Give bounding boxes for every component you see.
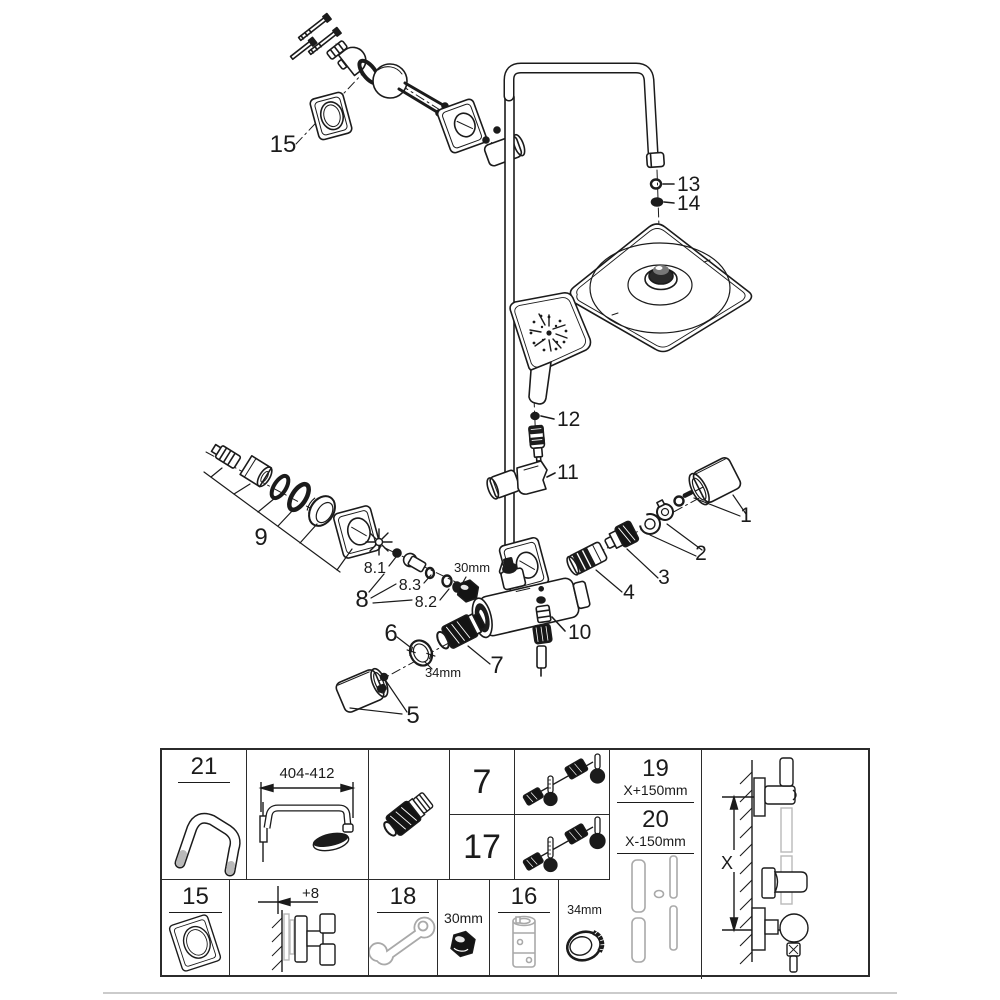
part-20-dimension: X-150mm [617, 833, 694, 854]
nut-30mm-label: 30mm [444, 910, 483, 926]
small-parts-8 [365, 528, 480, 604]
label-4: 4 [623, 581, 635, 604]
check-valve-insert [528, 424, 546, 462]
part-3 [604, 520, 640, 550]
wrench-icon [368, 916, 436, 966]
wall-bracket-mount-assembly [337, 46, 526, 167]
escutcheon-15 [309, 91, 353, 141]
label-5: 5 [406, 702, 419, 729]
part-7-number: 7 [472, 762, 492, 801]
cell-rail-lengths: 19 X+150mm 20 X-150mm [610, 750, 702, 979]
label-8-1: 8.1 [364, 560, 386, 577]
label-8-2: 8.2 [415, 594, 437, 611]
cell-part-18: 18 [368, 879, 438, 977]
temperature-side-parts [566, 457, 747, 593]
label-15: 15 [270, 131, 297, 158]
arm-dimension-label: 404-412 [279, 765, 334, 782]
part-15-number: 15 [169, 884, 222, 913]
cell-nut-30mm: 30mm [438, 879, 490, 977]
ring-34mm-label: 34mm [567, 903, 602, 917]
part-1-handle [688, 457, 742, 506]
volume-side-parts [335, 612, 491, 715]
label-11: 11 [557, 461, 579, 484]
hand-shower-seal-12 [530, 411, 540, 421]
cell-rail-install: X [702, 750, 872, 979]
label-10: 10 [568, 621, 591, 644]
part-19-number: 19 [642, 755, 669, 782]
shower-arm-pipe [503, 62, 665, 169]
label-3: 3 [658, 566, 670, 589]
part-2-ring [656, 499, 674, 521]
label-8-3: 8.3 [399, 577, 421, 594]
cell-part-21: 21 [162, 750, 247, 879]
sleeve-tool-icon [512, 915, 536, 968]
escutcheon-icon [168, 914, 222, 972]
page-footer-rule [103, 992, 897, 994]
cell-7-icon [514, 750, 610, 815]
cell-17-icon [514, 814, 610, 879]
cell-arm-install: 404-412 [247, 750, 369, 879]
part-21-number: 21 [177, 754, 231, 783]
cell-part-16: 16 [490, 879, 559, 977]
part-17-number: 17 [463, 827, 501, 866]
label-30mm: 30mm [454, 560, 490, 575]
part-2-cap [637, 513, 661, 535]
mount-escutcheon [436, 98, 488, 154]
label-1: 1 [740, 504, 752, 527]
cell-cartridge-image [369, 750, 450, 879]
cartridge-thermometer-icon [522, 753, 606, 807]
part-18-number: 18 [376, 884, 430, 913]
part-7-cartridge [436, 612, 487, 650]
head-shower [569, 223, 753, 353]
label-13: 13 [677, 173, 700, 196]
shower-arm-icon [174, 812, 241, 877]
star-washer [365, 528, 393, 556]
cell-7-number: 7 [450, 750, 514, 815]
outlet-parts-10 [532, 596, 566, 677]
cell-17-number: 17 [450, 815, 514, 880]
ring-34mm-icon [565, 930, 605, 962]
nut-30mm-icon [450, 930, 476, 958]
seal-14 [650, 197, 664, 207]
wall-offset-icon: +8 [258, 885, 336, 972]
label-8: 8 [355, 586, 368, 613]
label-2: 2 [695, 542, 707, 565]
parts-table: 21 404-412 [160, 748, 872, 979]
rail-pipes-icon [631, 855, 678, 963]
cell-ring-34mm: 34mm [559, 879, 610, 977]
cartridge-thermometer-icon [522, 815, 606, 872]
part-20-number: 20 [642, 806, 669, 833]
part-16-number: 16 [497, 884, 551, 913]
nut-30mm [456, 579, 480, 603]
wall-offset-label: +8 [302, 885, 319, 902]
seal-13 [649, 178, 663, 190]
part-4 [566, 541, 608, 576]
hand-shower [509, 292, 592, 405]
union-set-9 [203, 443, 381, 573]
thermo-cartridge-icon [383, 792, 434, 837]
shower-system-exploded-diagram: 15 13 14 [203, 12, 753, 729]
rail-x-label: X [721, 853, 733, 873]
cell-wall-offset: +8 [230, 879, 369, 977]
label-14: 14 [677, 192, 701, 215]
part-5-handle [335, 667, 389, 713]
label-9: 9 [254, 524, 267, 551]
label-34mm: 34mm [425, 665, 461, 680]
label-6: 6 [384, 620, 397, 647]
rail-slider-bracket-11 [486, 460, 548, 500]
arm-dimension-icon: 404-412 [258, 765, 356, 862]
cell-part-15: 15 [162, 879, 230, 977]
rail-install-icon: X [716, 757, 809, 973]
label-7: 7 [490, 652, 503, 679]
part-19-dimension: X+150mm [617, 782, 694, 803]
thermostat-body [471, 536, 591, 639]
cell-cartridge-variants: 7 17 [450, 750, 610, 879]
label-12: 12 [557, 408, 580, 431]
